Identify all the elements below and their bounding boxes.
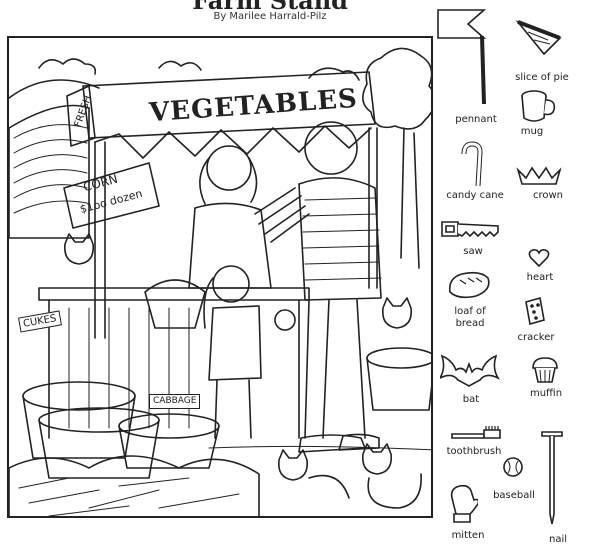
- man-shoes: [298, 433, 380, 453]
- corn-pile-details: [18, 477, 240, 516]
- key-label-mug: mug: [520, 126, 544, 137]
- cat-on-counter: [63, 233, 95, 265]
- cloud: [38, 58, 97, 75]
- toothbrush-icon[interactable]: [450, 424, 504, 440]
- woman-head: [206, 145, 252, 191]
- girl-head: [212, 265, 250, 303]
- cloud: [158, 60, 202, 71]
- stand-counter: [38, 287, 310, 301]
- key-label-slice-of-pie: slice of pie: [515, 72, 569, 83]
- key-label-mitten: mitten: [451, 530, 485, 541]
- cat-on-basket: [381, 297, 413, 329]
- bat-icon[interactable]: [440, 352, 502, 388]
- tomato-basket: [38, 419, 160, 479]
- key-label-pennant: pennant: [455, 114, 497, 125]
- key-label-cracker: cracker: [517, 332, 555, 343]
- baseball-icon[interactable]: [502, 456, 524, 478]
- tree-top: [308, 67, 360, 81]
- muffin-icon[interactable]: [530, 356, 560, 384]
- girl-ponytail: [203, 277, 214, 329]
- nail-icon[interactable]: [540, 428, 564, 528]
- candy-cane-icon[interactable]: [458, 140, 484, 188]
- puzzle-title: Farm Stand: [192, 0, 348, 15]
- scene-drawing: [9, 47, 431, 516]
- man-head: [304, 121, 358, 175]
- stand-post-left: [94, 141, 106, 339]
- cabbage-basket: [118, 425, 220, 469]
- key-label-baseball: baseball: [493, 490, 535, 501]
- vegetables-sign-board: [82, 71, 376, 139]
- girl-body: [208, 305, 262, 381]
- key-label-muffin: muffin: [529, 388, 563, 399]
- heart-icon[interactable]: [528, 248, 550, 268]
- right-basket: [366, 357, 431, 411]
- cat-sitting: [361, 443, 422, 509]
- hidden-picture-scene[interactable]: VEGETABLES FRESH CORN $1oo dozen CUKES C…: [7, 36, 433, 518]
- corn-bundle: [254, 187, 310, 243]
- hill-outline: [9, 79, 100, 99]
- key-label-saw: saw: [463, 246, 483, 257]
- cracker-icon[interactable]: [524, 296, 546, 326]
- stand-post-right: [368, 127, 378, 289]
- cucumber-basket: [22, 395, 136, 459]
- key-label-loaf-of: loaf of: [454, 306, 486, 317]
- bread-icon[interactable]: [446, 270, 492, 300]
- key-label-candy-cane: candy cane: [446, 190, 504, 201]
- tree-trunk: [400, 127, 420, 269]
- field-left: [9, 104, 90, 239]
- crown-icon[interactable]: [516, 164, 562, 188]
- ground-line: [208, 445, 431, 451]
- right-basket-top: [366, 347, 431, 369]
- mitten-icon[interactable]: [448, 484, 478, 524]
- apple-basket: [144, 279, 206, 329]
- pie-slice-icon[interactable]: [514, 16, 564, 56]
- counter-slats: [68, 307, 190, 429]
- corn-sign-board: [63, 162, 160, 229]
- key-label-toothbrush: toothbrush: [446, 446, 502, 457]
- corn-pile: [9, 455, 260, 516]
- woman-body: [188, 202, 272, 289]
- key-label-crown: crown: [532, 190, 564, 201]
- key-label-nail: nail: [548, 534, 568, 545]
- mug-icon[interactable]: [518, 88, 558, 124]
- apple: [274, 309, 296, 331]
- field-rows: [13, 124, 88, 214]
- tree-canopy: [362, 47, 431, 130]
- saw-icon[interactable]: [440, 218, 500, 242]
- sign-side-panel: [66, 85, 96, 147]
- tomato-basket-top: [38, 407, 160, 433]
- girl-legs: [214, 379, 252, 439]
- pennant-icon[interactable]: [434, 6, 490, 106]
- key-label-bat: bat: [462, 394, 480, 405]
- woman-hair: [199, 157, 258, 205]
- man-shirt: [298, 177, 382, 301]
- awning: [94, 125, 372, 159]
- man-legs: [304, 299, 366, 439]
- shirt-stripes: [302, 197, 382, 281]
- key-label-bread: bread: [455, 318, 485, 329]
- cucumber-basket-top: [22, 381, 136, 411]
- cabbage-sign: CABBAGE: [149, 394, 201, 409]
- puzzle-byline: By Marilee Harrald-Pilz: [213, 11, 327, 22]
- key-label-heart: heart: [526, 272, 554, 283]
- cat-on-ground: [277, 449, 350, 499]
